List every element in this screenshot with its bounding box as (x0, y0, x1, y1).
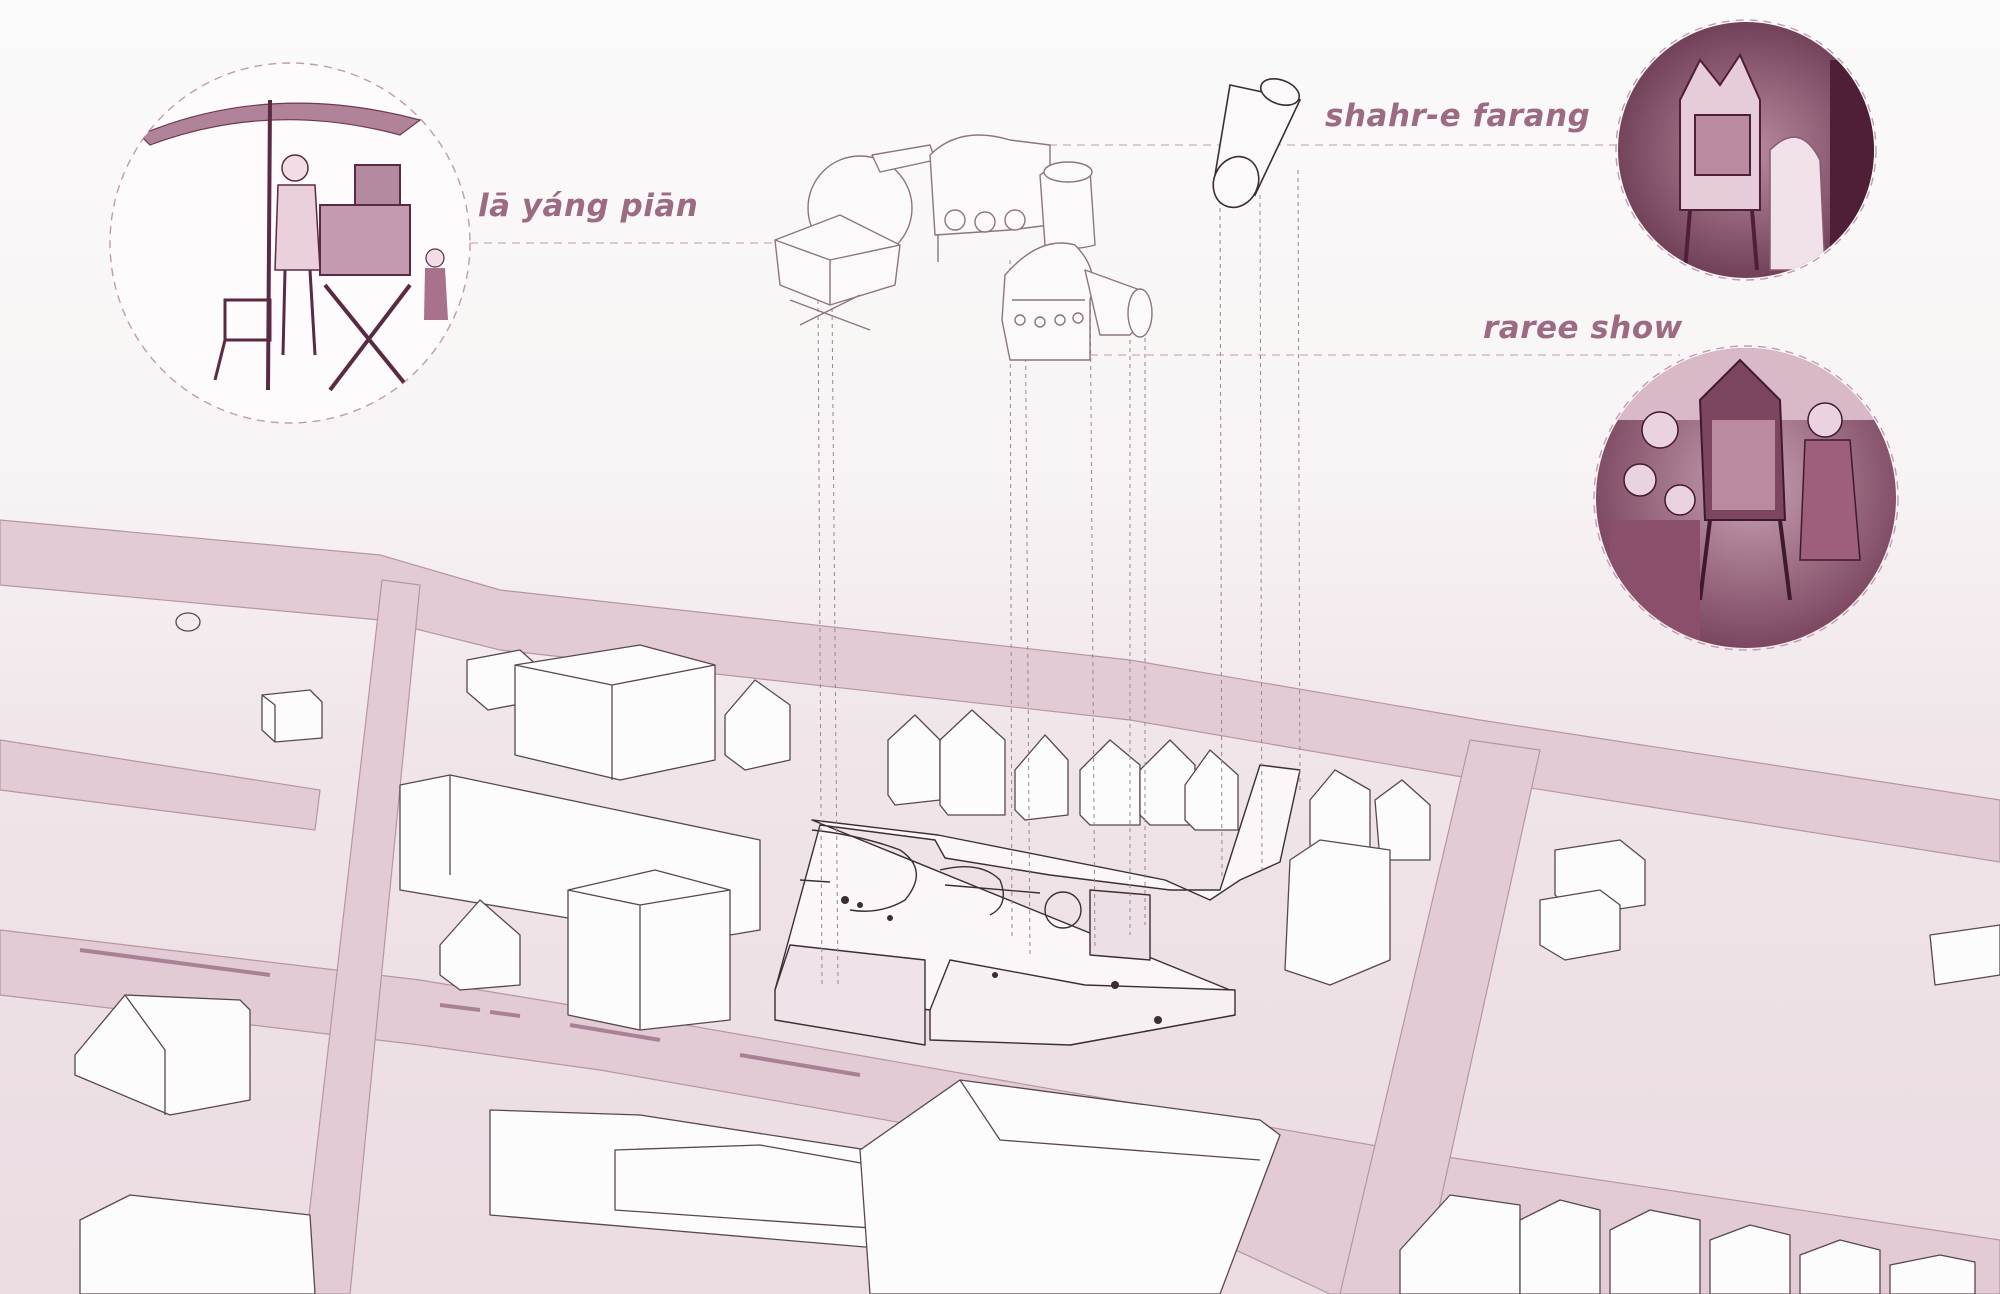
context-buildings (74, 612, 2000, 1294)
road-far-left (0, 739, 321, 831)
cylinder-viewer-icon (1212, 78, 1302, 209)
road-right (1339, 739, 1541, 1294)
photo-shahr-e-farang (1615, 19, 1877, 281)
road-markings (79, 948, 861, 1077)
photo-la-yang-pian (109, 62, 471, 424)
label-raree-show: raree show (1483, 310, 1683, 346)
project-site (774, 764, 1301, 1046)
photo-raree-show (1593, 345, 1899, 651)
peep-box-icon (774, 134, 1153, 361)
road-left (299, 579, 421, 1294)
label-shahr-e-farang: shahr-e farang (1325, 98, 1591, 134)
label-la-yang-pian: lā yáng piān (478, 188, 699, 224)
projection-lines (470, 144, 1680, 986)
